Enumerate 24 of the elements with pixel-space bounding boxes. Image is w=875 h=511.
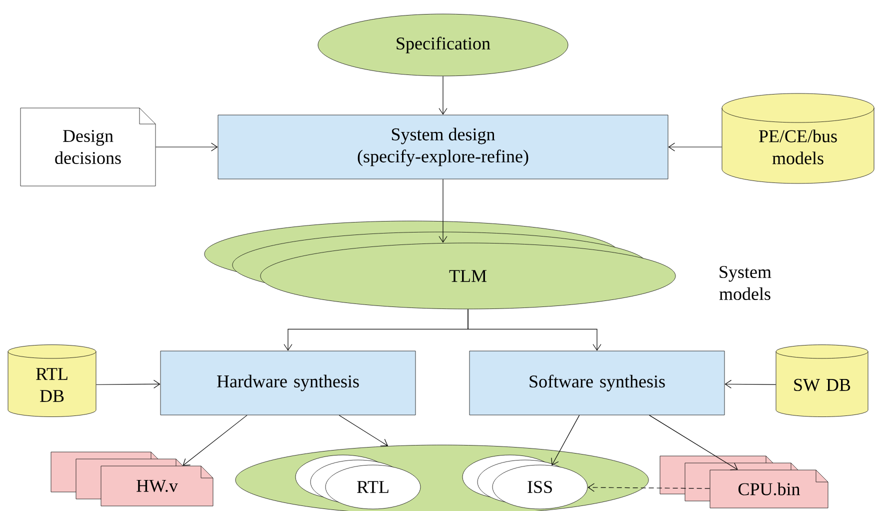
process-box: System design (specify-explore-refine) — [218, 114, 668, 180]
arrow — [551, 414, 580, 466]
arrow — [724, 380, 776, 388]
arrow — [668, 142, 722, 152]
arrow — [588, 483, 710, 492]
arrow — [155, 142, 218, 152]
arrow — [648, 414, 738, 470]
database-cylinder: RTL DB — [8, 344, 96, 417]
arrow — [468, 308, 602, 351]
process-box: Hardware synthesis — [160, 350, 416, 416]
arrow — [182, 414, 248, 466]
side-label: System models — [719, 266, 772, 300]
database-cylinder: SW DB — [776, 344, 868, 417]
file-stack: HW.v — [50, 452, 214, 506]
file-stack: CPU.bin — [660, 456, 828, 508]
model-ellipse-stack: ISS — [462, 454, 588, 510]
arrow — [438, 178, 448, 243]
model-ellipse-stack: TLM — [204, 220, 676, 310]
model-ellipse-stack: RTL — [295, 454, 421, 510]
arrow — [338, 414, 388, 446]
database-cylinder: PE/CE/bus models — [722, 93, 874, 184]
arrow — [96, 380, 160, 388]
process-box: Software synthesis — [469, 350, 725, 416]
arrow — [438, 76, 448, 115]
